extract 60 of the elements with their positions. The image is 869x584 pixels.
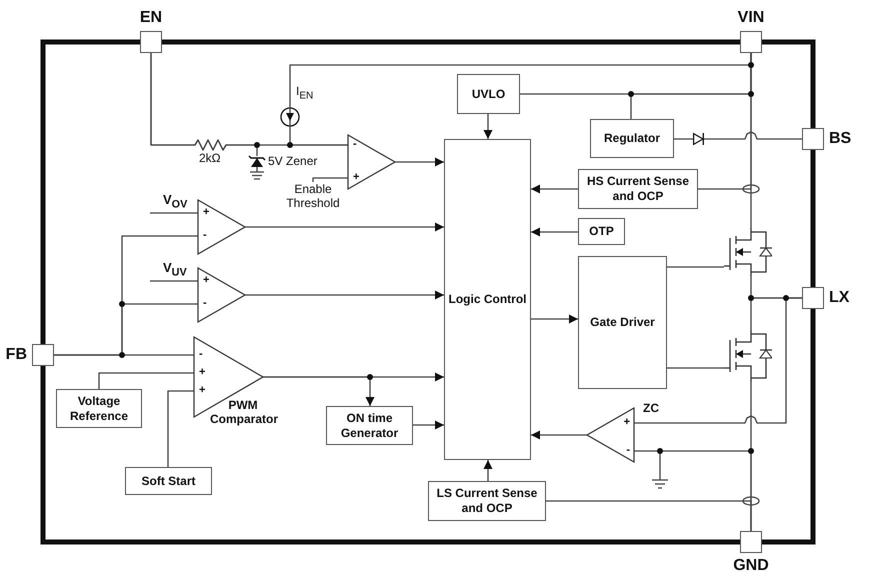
input-sign: - <box>203 230 207 241</box>
signal-label: I$_{EN}$ <box>296 84 314 104</box>
wire <box>674 138 693 140</box>
pin-label: VIN <box>738 9 764 27</box>
wire <box>167 390 194 467</box>
signal-label: 2kΩ <box>199 151 221 165</box>
wire <box>98 372 194 389</box>
wire <box>312 177 348 182</box>
input-sign: - <box>203 298 207 309</box>
input-sign: + <box>199 367 206 378</box>
function-block: UVLO <box>457 74 520 114</box>
wire <box>546 500 752 531</box>
arrow <box>245 222 444 232</box>
wire <box>634 297 802 424</box>
function-block: Gate Driver <box>578 256 667 389</box>
signal-label: V$_{OV}$ <box>150 193 194 213</box>
pin-label: EN <box>140 9 162 27</box>
input-sign: + <box>203 207 210 218</box>
input-sign: + <box>203 275 210 286</box>
input-sign: + <box>199 385 206 396</box>
function-block: HS Current Sense and OCP <box>578 169 698 209</box>
arrow <box>245 290 444 300</box>
wire <box>150 53 258 156</box>
arrow <box>531 184 578 194</box>
input-sign: - <box>199 349 203 360</box>
pin-label: BS <box>829 130 852 148</box>
wire <box>54 354 194 356</box>
arrow <box>531 314 578 324</box>
arrow <box>263 376 374 406</box>
pin-label: GND <box>733 557 769 575</box>
wire <box>150 212 198 214</box>
arrow <box>484 460 492 481</box>
function-block: LS Current Sense and OCP <box>428 481 546 521</box>
function-block: Logic Control <box>444 139 531 460</box>
signal-label: Enable Threshold <box>284 182 342 212</box>
input-sign: + <box>353 172 360 183</box>
comparator-label: ZC <box>642 401 660 415</box>
wire <box>704 131 802 140</box>
wire <box>698 53 752 190</box>
pin-label: LX <box>829 289 850 307</box>
function-block: Soft Start <box>125 467 212 495</box>
input-sign: + <box>624 417 630 428</box>
function-block: ON time Generator <box>326 406 413 445</box>
input-sign: - <box>353 139 357 150</box>
comparator-label: PWM Comparator <box>210 398 276 426</box>
arrow <box>413 420 444 430</box>
wire <box>667 367 724 369</box>
signal-label: V$_{UV}$ <box>150 261 194 281</box>
arrow <box>484 114 492 139</box>
arrow <box>531 228 578 236</box>
function-block: OTP <box>578 218 625 245</box>
pin-label: FB <box>6 346 27 364</box>
arrow <box>531 430 587 440</box>
arrow <box>395 158 444 166</box>
wire <box>667 266 724 268</box>
input-sign: - <box>626 445 630 456</box>
function-block: Regulator <box>590 119 674 158</box>
component-label: 5V Zener <box>268 154 318 168</box>
function-block: Voltage Reference <box>56 389 142 428</box>
wire <box>150 280 198 282</box>
